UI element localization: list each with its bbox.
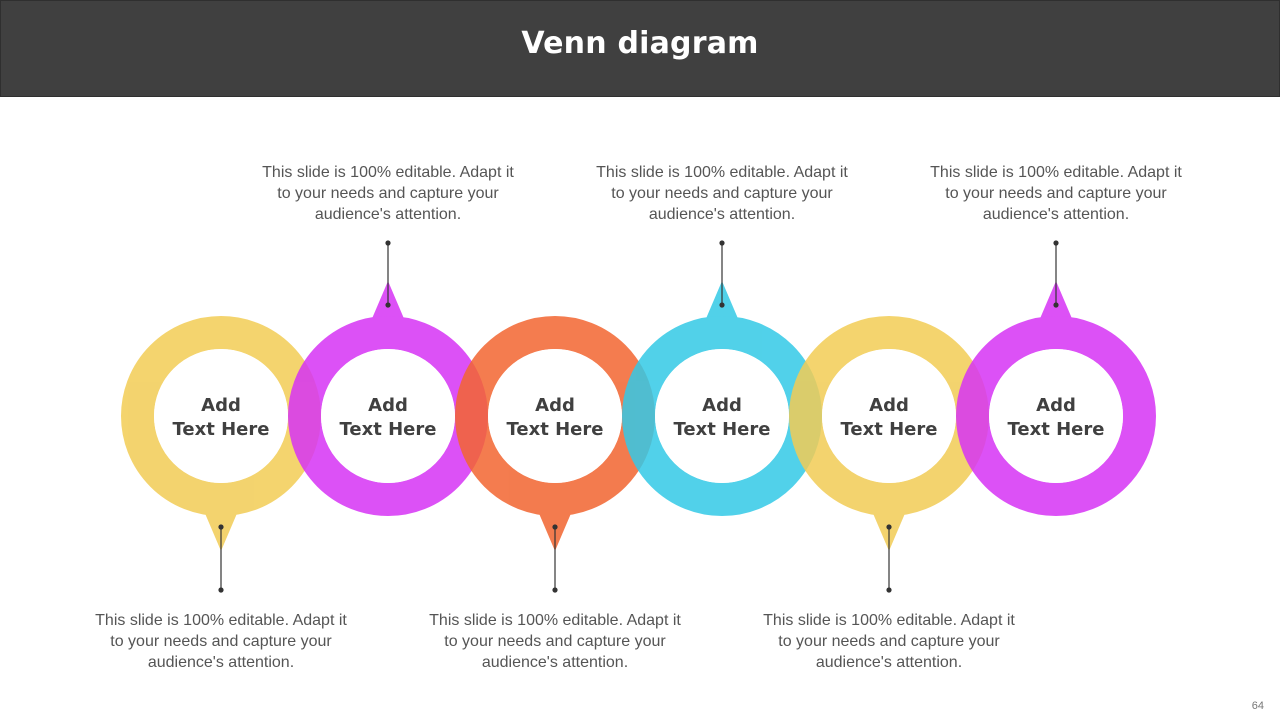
rings-group [121, 281, 1156, 551]
connector-dot [1053, 302, 1059, 308]
node-label-line2: Text Here [340, 419, 437, 440]
node-label-line1: Add [368, 395, 408, 416]
node-label-line1: Add [702, 395, 742, 416]
inner-circle [655, 349, 789, 483]
node-label-line2: Text Here [674, 419, 771, 440]
connector-dot [218, 587, 224, 593]
node-label-line2: Text Here [173, 419, 270, 440]
connector-dot [886, 524, 892, 530]
description-text-1: This slide is 100% editable. Adapt it to… [95, 612, 347, 671]
connector-dot [719, 240, 725, 246]
node-label-line1: Add [201, 395, 241, 416]
description-text-2: This slide is 100% editable. Adapt it to… [262, 164, 514, 223]
inner-circle [321, 349, 455, 483]
connectors-group [218, 240, 1059, 593]
connector-dot [719, 302, 725, 308]
node-label-line1: Add [535, 395, 575, 416]
inner-circle [488, 349, 622, 483]
ring [956, 316, 1156, 516]
node-label-line2: Text Here [507, 419, 604, 440]
description-text-5: This slide is 100% editable. Adapt it to… [763, 612, 1015, 671]
node-label-line2: Text Here [1008, 419, 1105, 440]
description-text-6: This slide is 100% editable. Adapt it to… [930, 164, 1182, 223]
node-label-line2: Text Here [841, 419, 938, 440]
node-label-line1: Add [1036, 395, 1076, 416]
description-text-3: This slide is 100% editable. Adapt it to… [429, 612, 681, 671]
connector-dot [886, 587, 892, 593]
connector-dot [385, 302, 391, 308]
node-label-line1: Add [869, 395, 909, 416]
inner-circle [154, 349, 288, 483]
inner-circle [989, 349, 1123, 483]
connector-dot [385, 240, 391, 246]
connector-dot [552, 587, 558, 593]
connector-dot [552, 524, 558, 530]
page-number: 64 [1251, 700, 1264, 712]
inner-circle [822, 349, 956, 483]
description-text-4: This slide is 100% editable. Adapt it to… [596, 164, 848, 223]
connector-dot [218, 524, 224, 530]
header-bar: Venn diagram [0, 0, 1280, 97]
page-title: Venn diagram [521, 26, 759, 61]
connector-dot [1053, 240, 1059, 246]
